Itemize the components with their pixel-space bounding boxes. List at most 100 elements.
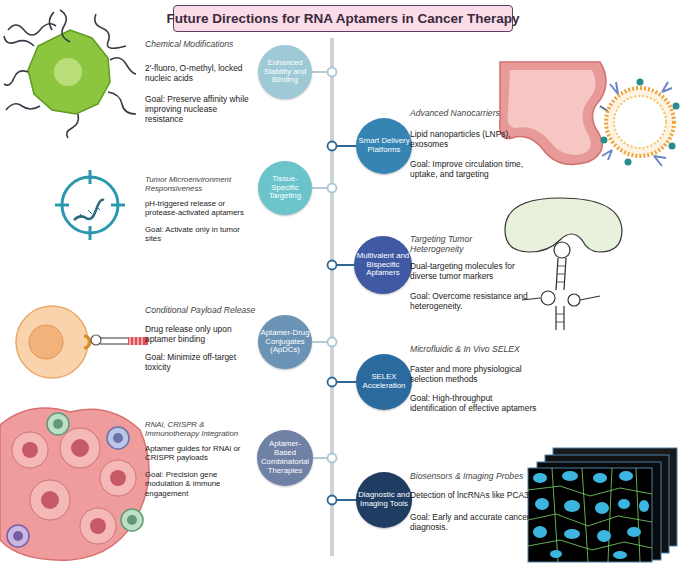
image-front: [528, 468, 652, 562]
side-loop: [541, 291, 555, 305]
circle-node: Aptamer-Based Combinatorial Therapies: [257, 430, 313, 486]
description-text: pH-triggered release or protease-activat…: [145, 199, 257, 218]
nanocarrier-illustration: [500, 62, 680, 166]
description-text: Goal: Minimize off-target toxicity: [145, 352, 257, 372]
protein-blob: [28, 30, 110, 114]
target-icon: [55, 170, 125, 240]
rna-strand: [6, 104, 40, 110]
rna-strand: [74, 200, 104, 220]
circle-label: Aptamer-Based Combinatorial Therapies: [257, 440, 313, 476]
antibody: [654, 156, 666, 166]
ligand-dot: [637, 79, 644, 86]
base-pair: [556, 322, 564, 323]
circle-node: Smart Delivery Platforms: [356, 118, 412, 174]
base-pair: [556, 314, 564, 315]
circle-node: SELEX Acceleration: [356, 354, 412, 410]
t-cell-nucleus: [53, 419, 63, 429]
rna-strands: [4, 10, 136, 138]
section-heading: Targeting Tumor Heterogeneity: [410, 234, 500, 255]
tick: [89, 170, 92, 184]
nucleus: [564, 500, 580, 512]
description-text: Goal: Activate only in tumor sites: [145, 225, 257, 244]
circle-node: Tissue-Specific Targeting: [258, 161, 312, 215]
description-text: Aptamer guides for RNAi or CRISPR payloa…: [145, 444, 257, 463]
circle-label: Tissue-Specific Targeting: [258, 175, 312, 202]
timeline-axis: [330, 38, 334, 556]
connector-line: [336, 381, 356, 383]
description-text: Faster and more physiological selection …: [410, 364, 535, 384]
ligand-dot: [673, 103, 680, 110]
tumor-mass: [0, 408, 149, 560]
node-text-group: Smart Delivery Platforms: [356, 137, 412, 155]
connector-line: [312, 187, 328, 189]
description-text: Goal: High-throughput identification of …: [410, 393, 540, 413]
tumor-cell: [100, 460, 136, 496]
description-text: Drug release only upon aptamer binding: [145, 324, 257, 344]
nucleus: [550, 550, 562, 558]
antibodies: [602, 82, 672, 166]
tumor-cell: [30, 480, 70, 520]
node-text-group: Tissue-Specific Targeting: [258, 175, 312, 202]
node-text-group: Diagnostic and Imaging Tools: [356, 491, 412, 509]
antibody: [610, 82, 618, 94]
description-text: Detection of lncRNAs like PCA3: [410, 490, 540, 500]
apdc-illustration: [16, 306, 148, 378]
ligand-dot: [625, 159, 632, 166]
immune-cell: [107, 427, 129, 449]
stem-strand: [100, 343, 128, 344]
t-cell: [47, 413, 69, 435]
section-heading: Chemical Modifications: [145, 39, 255, 49]
timeline-marker: [328, 378, 337, 387]
base-pair: [557, 274, 565, 275]
nucleus: [619, 471, 633, 481]
immune-nucleus: [13, 531, 23, 541]
target-ticks: [55, 170, 125, 240]
section-heading: Advanced Nanocarriers: [410, 108, 550, 118]
rna-strand: [49, 12, 54, 30]
timeline-marker: [328, 496, 337, 505]
stem-strand: [555, 306, 556, 330]
nucleus: [533, 473, 547, 483]
description-text: 2′-fluoro, O-methyl, locked nucleic acid…: [145, 63, 257, 83]
lipid-nanoparticle: [606, 88, 674, 156]
rna-strand: [110, 58, 136, 74]
tumor-cell: [60, 428, 100, 468]
section-heading: Biosensors & Imaging Probes: [410, 471, 550, 481]
connector-line: [312, 71, 328, 73]
section-heading: RNAi, CRISPR & Immunotherapy Integration: [145, 420, 255, 439]
modified-rna-illustration: [4, 10, 136, 138]
connector-line: [336, 499, 356, 501]
immune-cell: [7, 525, 29, 547]
tumor-cells: [12, 428, 136, 544]
rna-strand: [108, 92, 136, 114]
receptor: [84, 336, 90, 348]
circle-label: Aptamer-Drug Conjugates (ApDCs): [258, 329, 312, 356]
immune-nucleus: [113, 433, 123, 443]
node-text-group: Enhanced Stability and Binding: [258, 59, 312, 86]
tick: [89, 226, 92, 240]
node-text-group: Multivalent and Bispecific Aptamers: [354, 252, 412, 279]
connector-line: [336, 264, 354, 266]
node-text-group: Aptamer-Drug Conjugates (ApDCs): [258, 329, 312, 356]
section-heading: Tumor Microenvironment Responsiveness: [145, 175, 257, 194]
tick: [111, 204, 125, 207]
circle-label: SELEX Acceleration: [356, 373, 412, 391]
title-box: Future Directions for RNA Aptamers in Ca…: [173, 5, 513, 32]
target-protein: [505, 198, 622, 252]
nucleus: [41, 491, 59, 509]
cell-nucleus: [29, 325, 63, 359]
cell-cytoplasm: [508, 70, 596, 155]
nucleus: [595, 502, 609, 514]
rna-strand: [60, 10, 70, 42]
description-text: Goal: Improve circulation time, uptake, …: [410, 159, 550, 179]
left-markers: [328, 68, 337, 463]
node-text-group: Aptamer-Based Combinatorial Therapies: [257, 440, 313, 476]
payload-stripes: [130, 337, 142, 345]
nucleus: [618, 499, 630, 509]
imaging-stack-illustration: [528, 448, 677, 562]
circle-label: Enhanced Stability and Binding: [258, 59, 312, 86]
t-cell-nucleus: [127, 515, 137, 525]
ligand-dot: [669, 143, 676, 150]
